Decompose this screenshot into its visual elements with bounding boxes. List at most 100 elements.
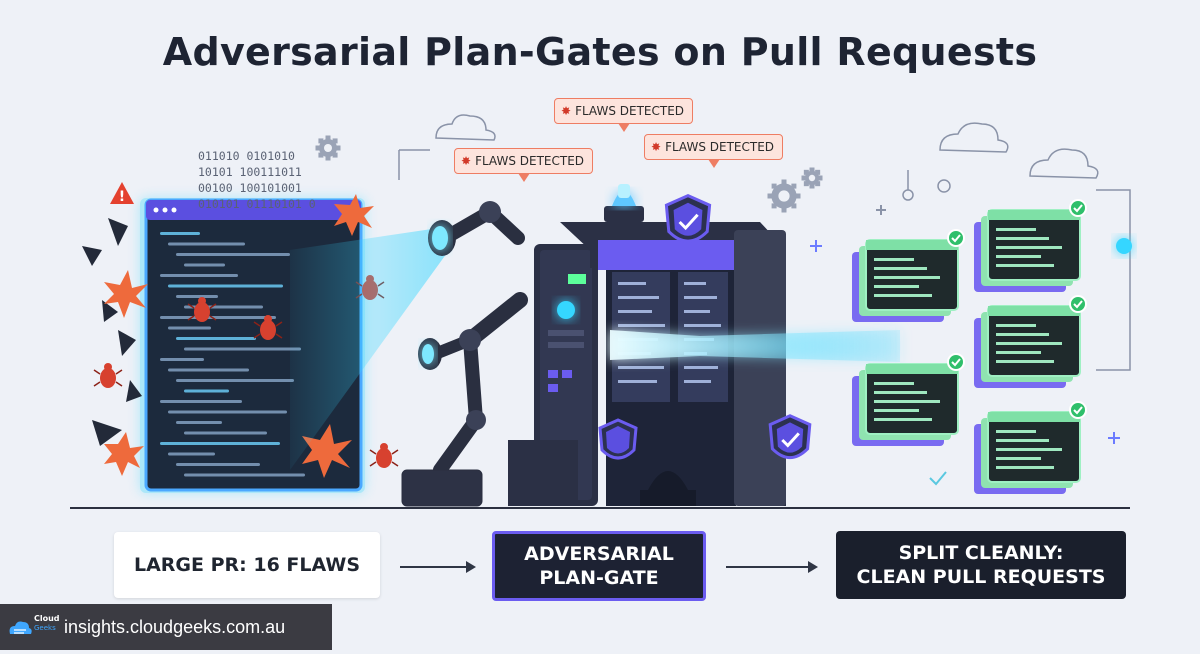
page-title: Adversarial Plan-Gates on Pull Requests [162, 30, 1038, 74]
code-line [996, 237, 1049, 240]
shards [82, 218, 142, 446]
code-line [684, 282, 706, 285]
code-line [176, 421, 222, 424]
shield-icons [598, 193, 812, 460]
clean-pr-window [974, 295, 1087, 388]
code-line [996, 333, 1049, 336]
plus-icons [810, 205, 1120, 444]
bug-icon [369, 443, 399, 468]
code-line [684, 366, 718, 369]
code-line [684, 296, 717, 299]
bug-icon [93, 363, 123, 388]
gear-icon [767, 179, 801, 213]
code-line [176, 295, 218, 298]
clean-pr-window [852, 353, 965, 446]
code-line [684, 324, 721, 327]
code-line [874, 258, 914, 261]
code-line [160, 274, 238, 277]
code-line [996, 228, 1036, 231]
flaws-detected-badge: ✸ FLAWS DETECTED [454, 148, 594, 174]
code-line [618, 324, 665, 327]
code-line [168, 410, 287, 414]
code-line [996, 430, 1036, 433]
code-line [184, 473, 305, 477]
svg-text:!: ! [119, 189, 125, 205]
burst-icons [104, 194, 374, 478]
code-line [996, 457, 1041, 460]
flow-step-large-pr: LARGE PR: 16 FLAWS [114, 532, 380, 598]
code-line [184, 263, 225, 267]
footer-url[interactable]: insights.cloudgeeks.com.au [64, 616, 286, 637]
binary-stream: 011010 0101010 10101 100111011 00100 100… [198, 149, 316, 211]
code-line [168, 326, 211, 330]
bug-icon: ✸ [461, 154, 472, 168]
flaws-detected-badge: ✸ FLAWS DETECTED [644, 134, 784, 160]
flow-step-plan-gate: ADVERSARIAL PLAN-GATE [492, 531, 706, 601]
footer-bar: Cloud Geeks insights.cloudgeeks.com.au [0, 604, 332, 650]
check-circle-icon [1069, 401, 1087, 419]
clean-pr-window [974, 199, 1087, 292]
code-line [996, 448, 1062, 451]
code-line [184, 389, 229, 393]
code-line [874, 267, 927, 270]
robot-arm [401, 201, 528, 507]
cloud-icons [398, 114, 1131, 371]
plan-gate-machine [508, 184, 786, 506]
code-line [160, 442, 280, 445]
code-line [996, 246, 1062, 249]
code-line [184, 431, 267, 435]
code-line [874, 391, 927, 394]
code-line [874, 409, 919, 412]
code-line [168, 368, 249, 372]
shield-check-icon [664, 193, 712, 243]
code-line [184, 347, 301, 351]
code-lines [160, 232, 305, 477]
code-line [168, 284, 283, 288]
code-line [168, 452, 215, 456]
code-line [176, 253, 290, 256]
code-line [996, 255, 1041, 258]
code-line [874, 294, 932, 297]
flow-arrow [400, 561, 476, 573]
bug-icon [187, 297, 217, 322]
code-line [874, 382, 914, 385]
bug-icon [253, 315, 283, 340]
shield-check-icon [768, 414, 812, 460]
cloudgeeks-logo: Cloud Geeks [0, 604, 60, 650]
code-line [160, 232, 200, 235]
code-line [874, 400, 940, 403]
check-circle-icon [947, 229, 965, 247]
bug-icon: ✸ [561, 104, 572, 118]
warning-icons: ! [110, 182, 134, 205]
scan-beam [290, 226, 452, 470]
code-line [160, 358, 204, 361]
gear-icon [801, 167, 823, 189]
code-line [996, 466, 1054, 469]
code-line [176, 337, 256, 340]
bug-icon: ✸ [651, 140, 662, 154]
check-circle-icon [947, 353, 965, 371]
code-line [160, 400, 242, 403]
code-line [996, 324, 1036, 327]
code-line [684, 380, 711, 383]
check-circle-icon [1069, 295, 1087, 313]
gear-icons [315, 135, 823, 213]
code-line [176, 463, 260, 466]
code-line [168, 242, 245, 246]
code-line [176, 379, 294, 382]
shield-icon [598, 418, 638, 460]
code-line [874, 418, 932, 421]
check-circle-icon [1069, 199, 1087, 217]
flow-arrow [726, 561, 818, 573]
code-line [996, 439, 1049, 442]
clean-pr-window [852, 229, 965, 322]
gear-icon [315, 135, 341, 161]
code-line [996, 351, 1041, 354]
flow-step-clean-prs: SPLIT CLEANLY: CLEAN PULL REQUESTS [836, 531, 1126, 599]
flaws-detected-badge: ✸ FLAWS DETECTED [554, 98, 694, 124]
code-line [996, 360, 1054, 363]
clean-beam [610, 330, 900, 362]
node-dot [1116, 238, 1132, 254]
code-line [874, 285, 919, 288]
